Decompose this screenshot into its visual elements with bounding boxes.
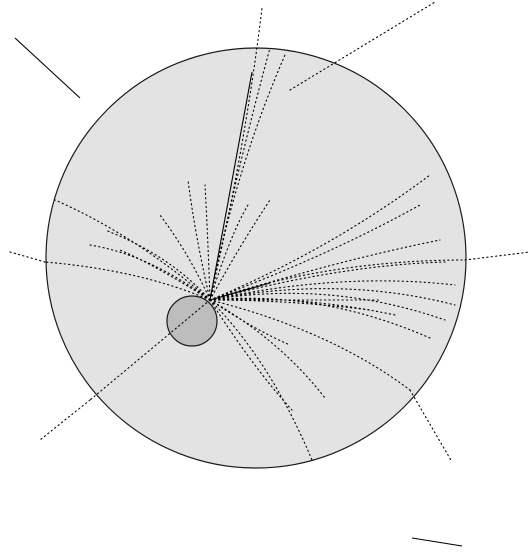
- inner-detector-circle: [166, 295, 218, 347]
- track: [409, 389, 453, 463]
- track: [209, 288, 456, 306]
- outer-detector-circle: [45, 47, 467, 469]
- track: [209, 71, 253, 301]
- track: [209, 204, 249, 301]
- track: [119, 249, 211, 301]
- track: [209, 174, 431, 301]
- track: [209, 298, 396, 316]
- track: [209, 199, 271, 301]
- track: [209, 261, 446, 301]
- track: [104, 229, 211, 301]
- track: [289, 1, 436, 91]
- track: [209, 54, 286, 301]
- track: [39, 399, 91, 441]
- track: [209, 299, 293, 411]
- track: [209, 280, 456, 301]
- track: [209, 292, 446, 321]
- track: [209, 47, 271, 301]
- track: [187, 179, 211, 301]
- track: [209, 299, 313, 461]
- track: [209, 204, 421, 301]
- track: [14, 37, 81, 99]
- track: [159, 214, 211, 301]
- track: [89, 299, 211, 401]
- particle-tracks: [9, 1, 530, 547]
- track: [44, 261, 211, 301]
- track: [9, 251, 46, 263]
- track: [209, 299, 326, 399]
- track: [89, 244, 211, 301]
- track: [209, 299, 291, 346]
- track: [411, 537, 463, 547]
- track: [54, 199, 211, 301]
- track: [209, 239, 441, 301]
- track: [204, 184, 211, 301]
- track: [209, 7, 263, 301]
